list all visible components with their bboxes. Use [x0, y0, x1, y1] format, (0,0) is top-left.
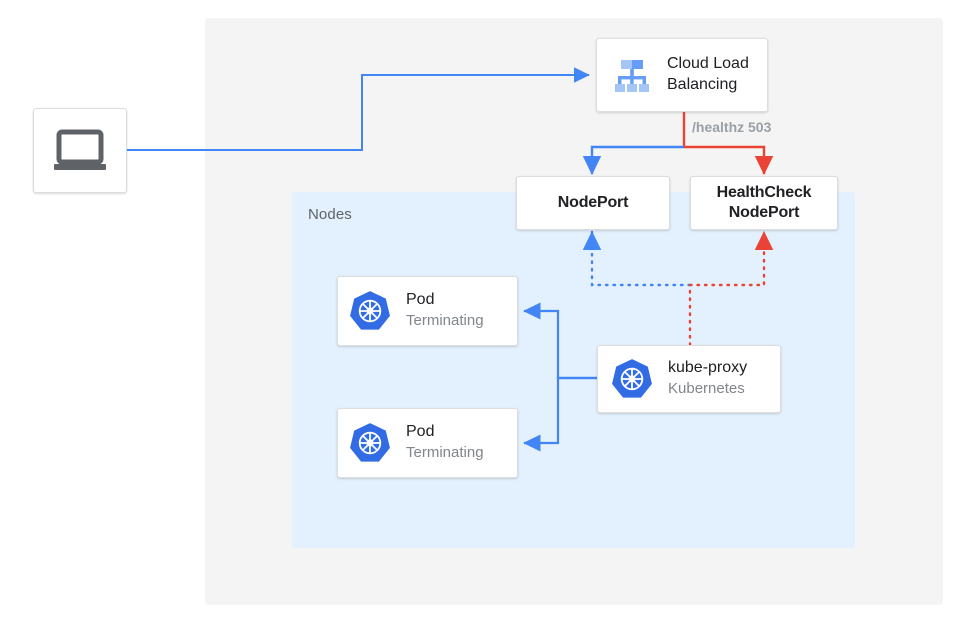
pod-2-title: Pod [406, 423, 435, 441]
kube-proxy-node[interactable]: kube-proxy Kubernetes [597, 345, 781, 413]
pod-1-title: Pod [406, 291, 435, 309]
pod-node-2[interactable]: Pod Terminating [337, 408, 518, 478]
cloud-load-balancing-icon [609, 52, 655, 98]
pod-1-label: Pod Terminating [406, 290, 484, 331]
laptop-icon [51, 128, 109, 174]
kube-proxy-title: kube-proxy [668, 359, 748, 377]
pod-1-status: Terminating [406, 312, 484, 330]
pod-2-label: Pod Terminating [406, 422, 484, 463]
healthz-edge-label: /healthz 503 [692, 119, 772, 135]
cloud-load-balancing-label: Cloud Load Balancing [667, 54, 749, 96]
healthcheck-nodeport-label-line2: NodePort [728, 204, 800, 221]
kube-proxy-subtitle: Kubernetes [668, 380, 745, 398]
client-laptop-node[interactable] [33, 108, 127, 193]
kube-proxy-label: kube-proxy Kubernetes [668, 358, 747, 399]
pod-node-1[interactable]: Pod Terminating [337, 276, 518, 346]
kubernetes-icon [610, 357, 654, 401]
healthcheck-nodeport-label-line1: HealthCheck [716, 184, 812, 201]
kubernetes-icon [348, 289, 392, 333]
pod-2-status: Terminating [406, 444, 484, 462]
cloud-load-balancing-label-line1: Cloud Load [667, 55, 749, 73]
nodeport-node[interactable]: NodePort [516, 176, 670, 230]
kubernetes-icon [348, 421, 392, 465]
healthcheck-nodeport-node[interactable]: HealthCheck NodePort [690, 176, 838, 230]
cloud-load-balancing-label-line2: Balancing [667, 76, 738, 93]
cloud-load-balancing-node[interactable]: Cloud Load Balancing [596, 38, 768, 112]
nodeport-label: NodePort [557, 194, 629, 211]
nodes-group-label: Nodes [308, 206, 352, 223]
